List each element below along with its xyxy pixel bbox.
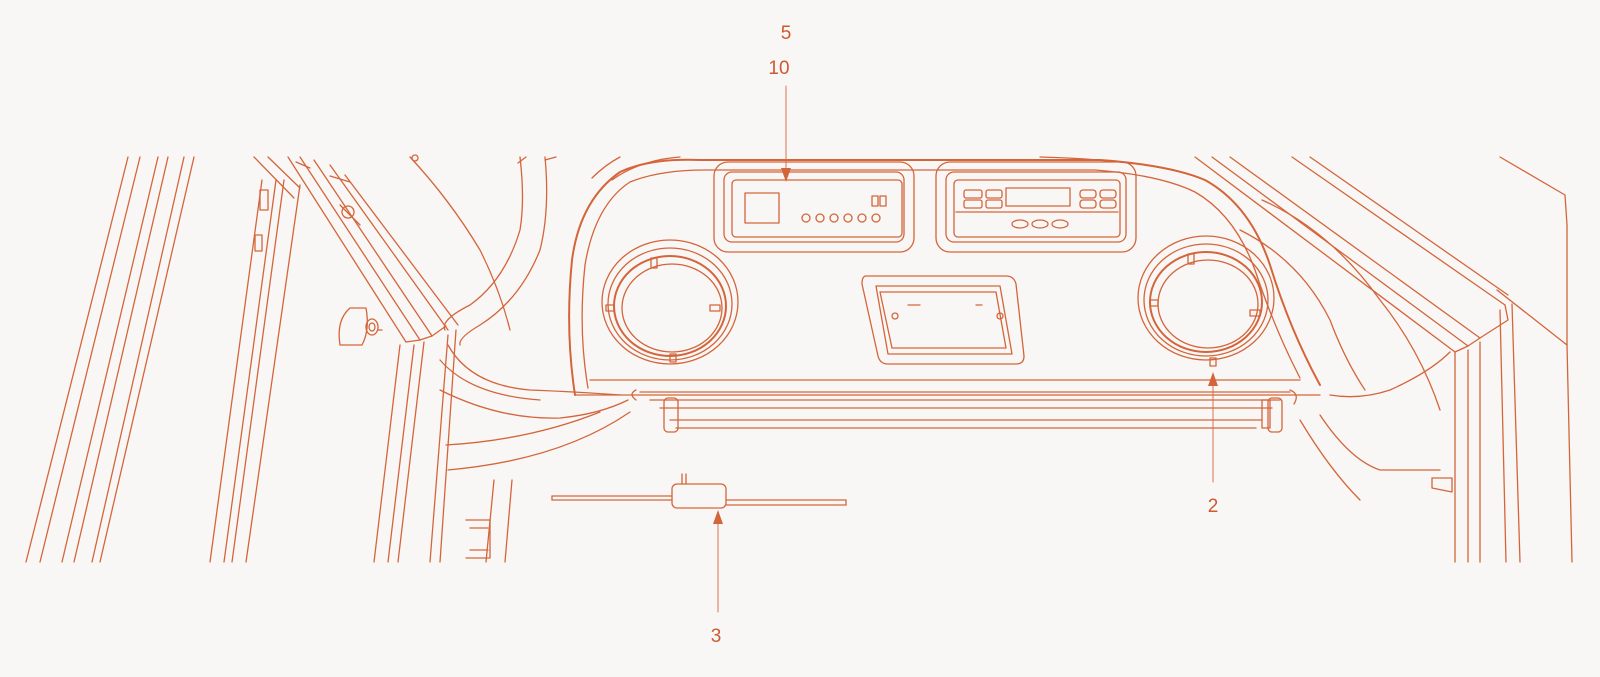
interior-light-bar [631, 389, 1297, 433]
callout-label-5: 5 [780, 23, 792, 44]
callout-label-2: 2 [1207, 496, 1219, 517]
right-speaker [1137, 235, 1275, 367]
small-bar-assembly [551, 473, 847, 509]
arrowhead-3 [713, 510, 723, 524]
arrowhead-2 [1208, 372, 1218, 386]
callout-label-3: 3 [710, 626, 722, 647]
left-door-frame [209, 156, 301, 563]
right-a-pillar [1194, 156, 1573, 563]
left-control-unit [713, 161, 915, 253]
left-speaker [601, 239, 739, 365]
right-control-unit [935, 161, 1137, 253]
callout-label-10: 10 [768, 58, 790, 79]
arrowhead-10 [781, 168, 791, 182]
left-a-pillar [287, 154, 513, 563]
dashboard-panel [568, 156, 1321, 396]
center-plate [861, 275, 1025, 365]
left-duct [409, 156, 631, 471]
side-knob [338, 307, 383, 346]
left-window-pillars [25, 156, 195, 563]
callout-leaders [713, 85, 1218, 613]
